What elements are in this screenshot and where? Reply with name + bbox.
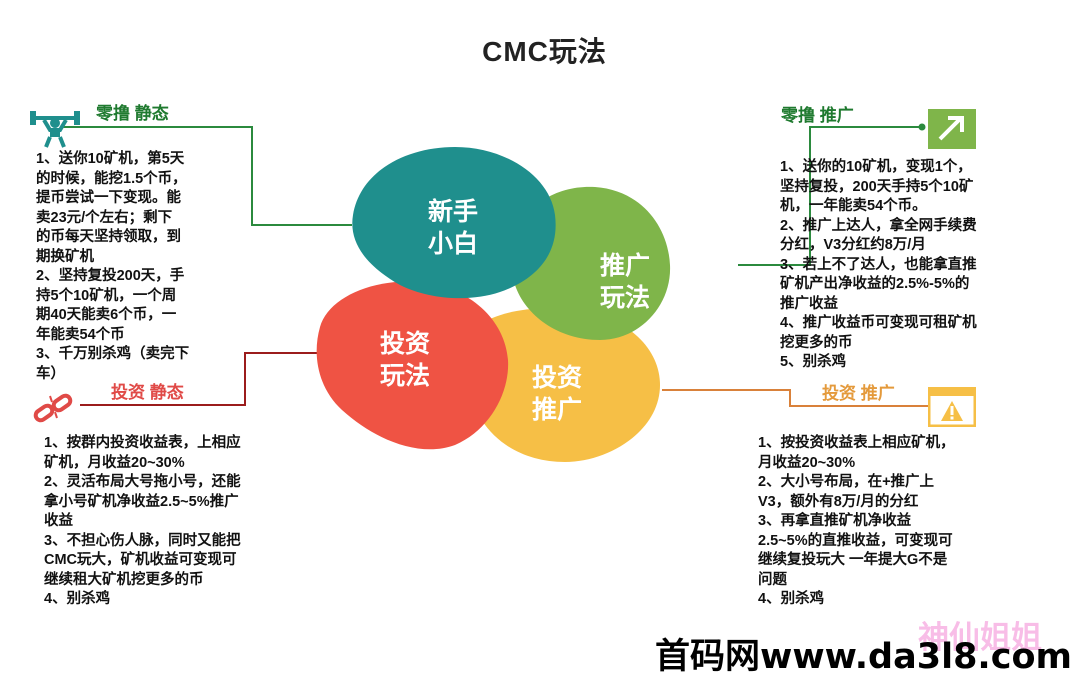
heading-bottom-left: 投资 静态 [111,383,184,402]
text-line: 继续复投玩大 一年提大G不是 [758,552,948,568]
petal-text-promo: 推广 玩法 [599,252,650,312]
text-line: 持5个10矿机，一个周 [36,287,177,304]
text-line: 期40天能卖6个币，一 [36,307,177,323]
broken-link-icon [33,392,73,431]
warning-window-icon [927,386,977,432]
petal-text-invest-promo: 投资 推广 [531,364,582,424]
text-line: 的币每天坚持领取，到 [36,229,181,245]
text-line: 3、千万别杀鸡（卖完下 [36,346,190,362]
connector-top-left [60,126,352,226]
text-line: 3、不担心伤人脉，同时又能把 [44,532,241,549]
text-line: 1、送你10矿机，第5天 [36,151,185,167]
petal-yellow-invest-promo [464,308,660,462]
text-line: 2、大小号布局，在+推广上 [758,474,935,490]
text-line: 机，一年能卖54个币。 [780,198,927,214]
text-line: 问题 [758,571,787,588]
text-line: 4、别杀鸡 [758,591,825,607]
text-line: 3、再拿直推矿机净收益 [758,513,912,529]
text-block-top-left: 1、送你10矿机，第5天 的时候，能挖1.5个币， 提币尝试一下变现。能 卖23… [36,150,251,384]
text-line: 提币尝试一下变现。能 [36,190,181,206]
site-watermark: 首码网www.da3l8.com [655,637,1072,677]
text-block-bottom-right: 1、按投资收益表上相应矿机， 月收益20~30% 2、大小号布局，在+推广上 V… [758,434,1038,610]
text-line: 2、灵活布局大号拖小号，还能 [44,474,241,490]
heading-top-left: 零撸 静态 [96,104,169,123]
text-line: V3，额外有8万/月的分红 [758,493,919,510]
text-line: 推广收益 [780,295,838,312]
text-line: 2、坚持复投200天，手 [36,268,185,284]
text-line: 3、若上不了达人，也能拿直推 [780,256,977,273]
connector-bottom-right [662,389,928,407]
trend-up-icon [928,109,976,154]
text-line: 1、按投资收益表上相应矿机， [758,435,955,451]
text-line: 拿小号矿机净收益2.5~5%推广 [44,493,239,510]
connector-bottom-left [80,352,318,406]
connector-top-right [738,126,922,266]
petal-label-invest-promo: 投资 推广 [507,362,607,426]
text-block-bottom-left: 1、按群内投资收益表，上相应 矿机，月收益20~30% 2、灵活布局大号拖小号，… [44,434,309,610]
text-block-top-right: 1、送你的10矿机，变现1个， 坚持复投，200天手持5个10矿 机，一年能卖5… [780,158,1045,373]
weightlifter-icon [30,108,80,153]
text-line: 年能卖54个币 [36,326,125,343]
text-line: 1、按群内投资收益表，上相应 [44,435,241,451]
text-line: 4、别杀鸡 [44,591,111,607]
petal-text-newbie: 新手 小白 [427,198,478,258]
text-line: 2、推广上达人，拿全网手续费 [780,217,977,234]
text-line: 卖23元/个左右；剩下 [36,209,173,226]
text-line: 车） [36,365,65,382]
petal-label-promo: 推广 玩法 [575,250,675,314]
text-line: 2.5~5%的直推收益，可变现可 [758,532,953,549]
diagram-title: CMC玩法 [482,36,607,67]
heading-top-right: 零撸 推广 [781,106,854,125]
petal-teal-newbie [352,147,556,299]
text-line: 4、推广收益币可变现可租矿机 [780,315,977,331]
text-line: 的时候，能挖1.5个币， [36,170,187,187]
text-line: 挖更多的币 [780,334,853,351]
text-line: 收益 [44,513,73,529]
petal-label-invest: 投资 玩法 [355,328,455,392]
text-line: 矿机，月收益20~30% [44,454,185,471]
petal-text-invest: 投资 玩法 [379,330,430,390]
petal-red-invest [316,281,509,450]
text-line: 坚持复投，200天手持5个10矿 [780,178,974,195]
text-line: CMC玩大，矿机收益可变现可 [44,552,237,568]
text-line: 继续租大矿机挖更多的币 [44,571,204,588]
petal-label-newbie: 新手 小白 [403,196,503,260]
text-line: 期换矿机 [36,248,94,265]
text-line: 分红，V3分红约8万/月 [780,237,926,253]
text-line: 1、送你的10矿机，变现1个， [780,159,972,175]
heading-bottom-right: 投资 推广 [822,384,895,403]
stamp-text: 神仙姐姐 [918,620,1042,655]
text-line: 矿机产出净收益的2.5%-5%的 [780,276,970,292]
text-line: 5、别杀鸡 [780,354,847,370]
text-line: 月收益20~30% [758,454,856,471]
